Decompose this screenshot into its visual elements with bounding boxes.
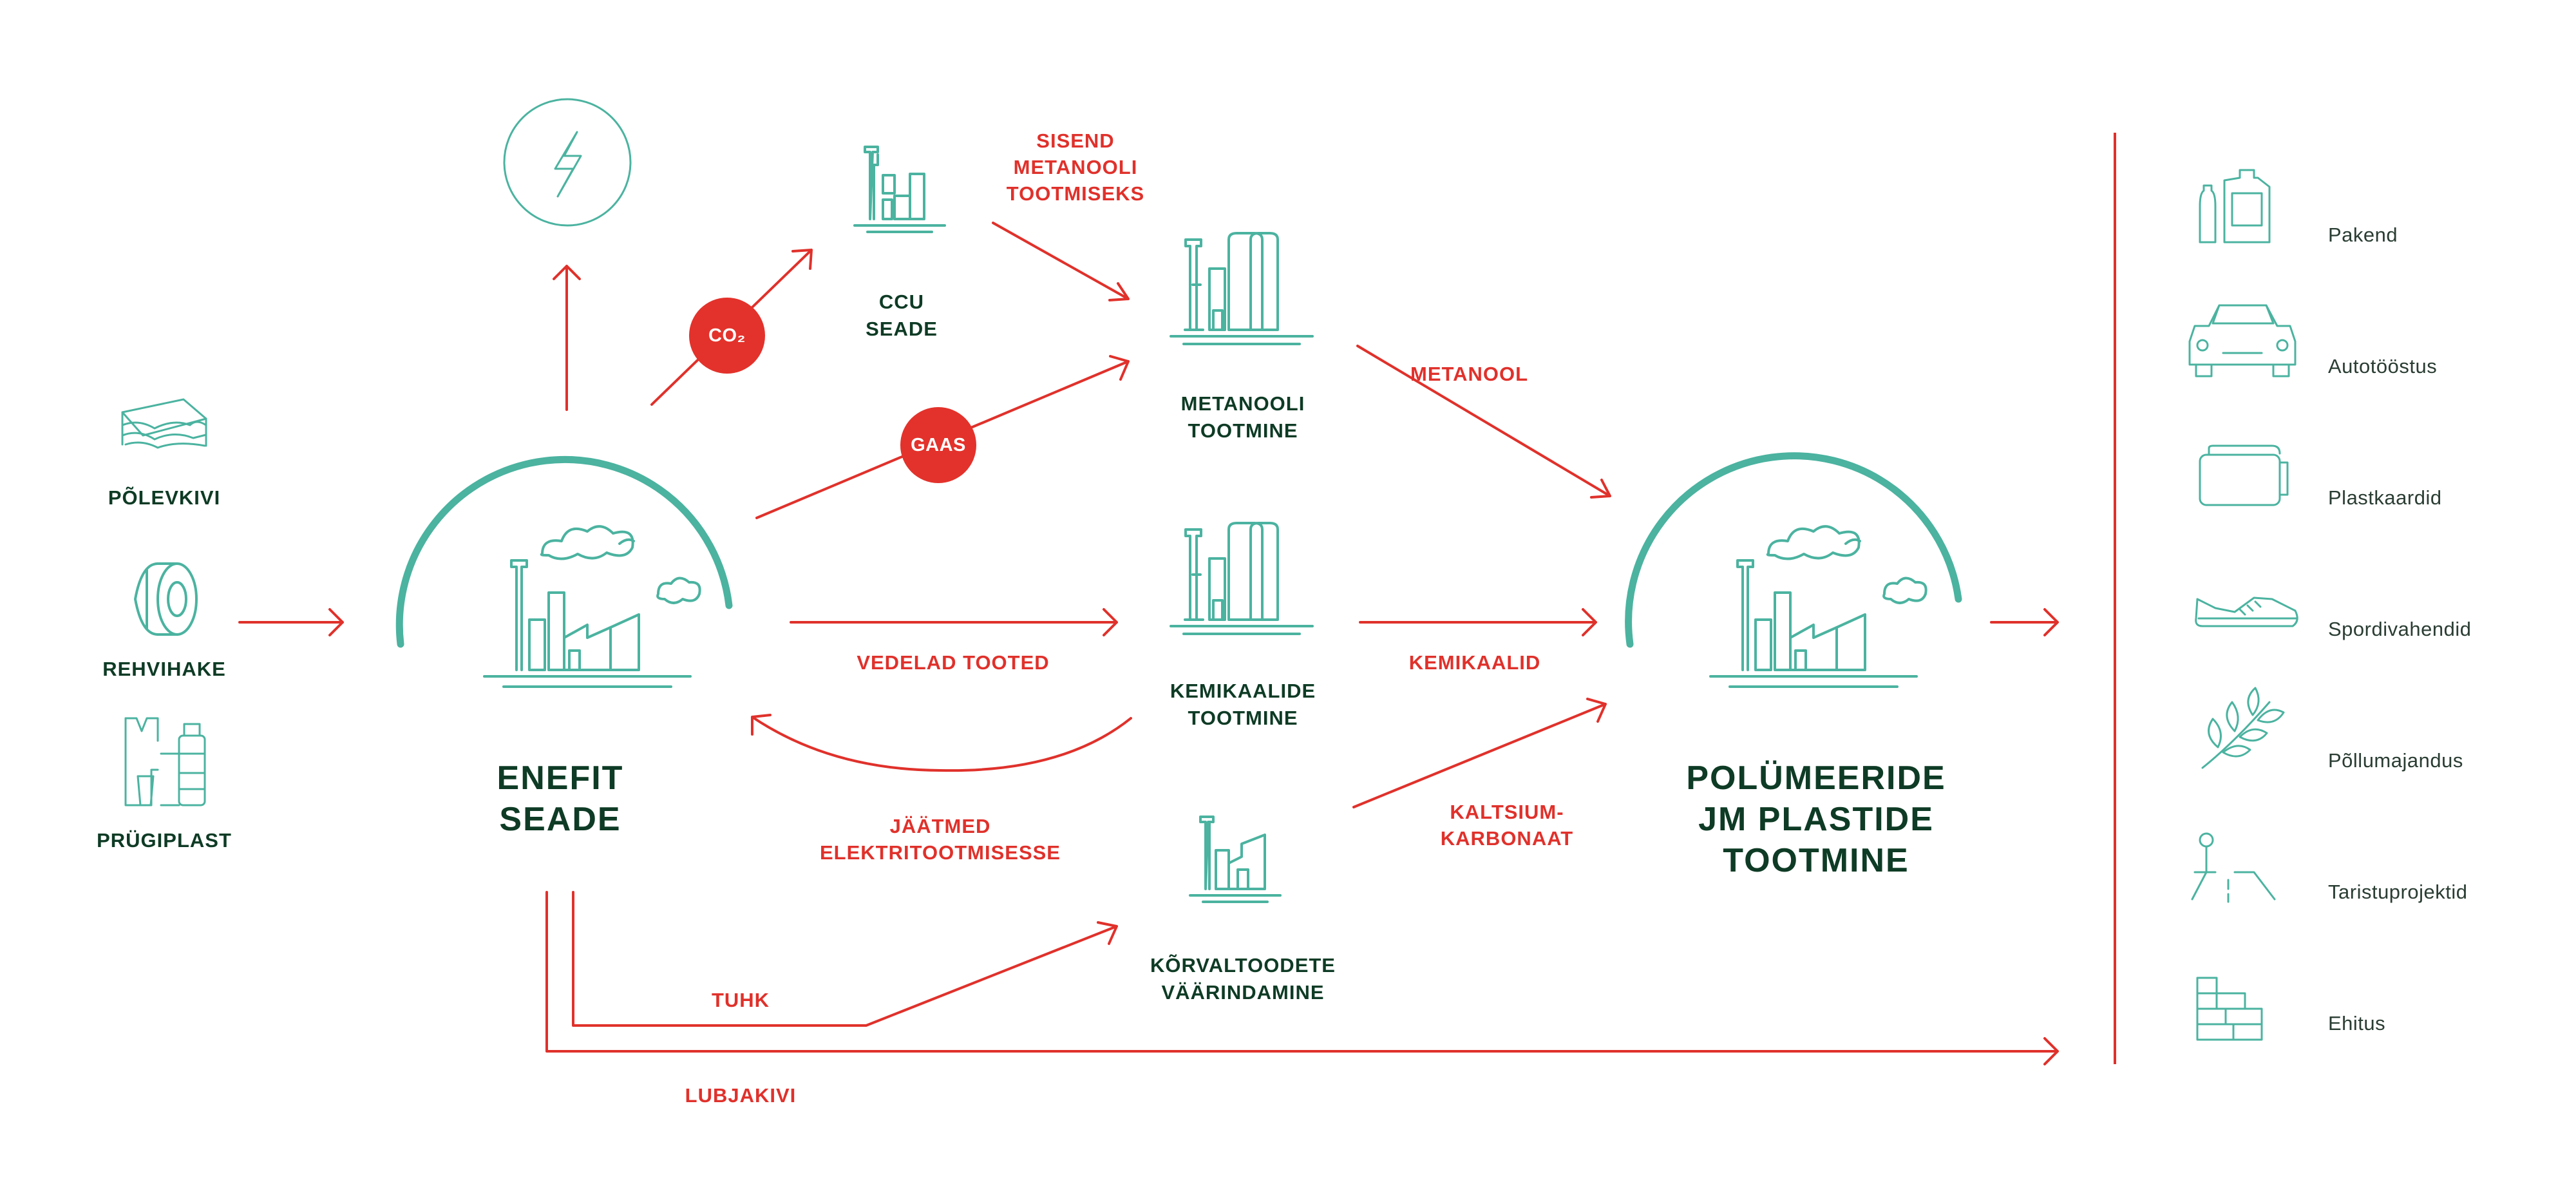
sneaker-icon [2195, 596, 2298, 627]
flow-label-methanol: METANOOL [1410, 363, 1529, 385]
product-infrastructure: Taristuprojektid [2328, 881, 2468, 903]
chemicals-factory-icon [1170, 522, 1314, 635]
product-construction: Ehitus [2328, 1012, 2386, 1035]
road-icon [2191, 832, 2276, 903]
flow-label-chemicals: KEMIKAALID [1408, 651, 1541, 674]
product-sports-equipment: Spordivahendid [2328, 618, 2472, 640]
bricks-icon [2196, 977, 2263, 1041]
co2-badge: CO₂ [689, 298, 765, 374]
product-packaging: Pakend [2328, 224, 2398, 246]
enefit-arc [395, 455, 733, 648]
lightning-icon [503, 98, 632, 227]
plastic-cards-icon [2199, 444, 2289, 506]
ccu-factory-icon [853, 146, 946, 233]
product-automotive: Autotööstus [2328, 355, 2438, 377]
flow-arrows [238, 222, 2059, 1065]
input-label-tire-crumb: REHVIHAKE [102, 658, 226, 680]
flow-label-calcium-carbonate: KALTSIUM- KARBONAAT [1440, 801, 1574, 850]
byproducts-factory-icon [1189, 816, 1282, 903]
node-enefit: ENEFIT SEADE [497, 759, 624, 838]
wheat-icon [2201, 687, 2285, 769]
node-chemicals: KEMIKAALIDE TOOTMINE [1170, 680, 1316, 729]
input-label-plastic-waste: PRÜGIPLAST [97, 829, 232, 852]
gas-badge: GAAS [900, 407, 976, 483]
polymers-factory-icon [1709, 525, 1927, 688]
node-ccu: CCU SEADE [866, 291, 938, 340]
flow-label-liquid-products: VEDELAD TOOTED [857, 651, 1050, 674]
plastic-waste-icon [124, 717, 206, 806]
methanol-factory-icon [1170, 232, 1314, 345]
oil-shale-icon [121, 398, 207, 449]
enefit-factory-icon [483, 525, 701, 688]
polymers-arc [1625, 452, 1962, 648]
node-polymers: POLÜMEERIDE JM PLASTIDE TOOTMINE [1686, 759, 1946, 879]
flow-label-methanol-input: SISEND METANOOLI TOOTMISEKS [1006, 129, 1145, 205]
product-plastic-cards: Plastkaardid [2328, 486, 2442, 509]
flow-label-waste-to-power: JÄÄTMED ELEKTRITOOTMISESSE [820, 815, 1061, 864]
node-byproducts: KÕRVALTOODETE VÄÄRINDAMINE [1150, 954, 1336, 1004]
car-icon [2188, 304, 2297, 377]
product-agriculture: Põllumajandus [2328, 749, 2463, 772]
flow-label-limestone: LUBJAKIVI [685, 1084, 797, 1107]
packaging-icon [2199, 169, 2271, 243]
tire-icon [134, 562, 198, 636]
input-label-oil-shale: PÕLEVKIVI [108, 486, 221, 509]
flow-label-ash: TUHK [711, 989, 770, 1011]
node-methanol: METANOOLI TOOTMINE [1180, 392, 1305, 442]
